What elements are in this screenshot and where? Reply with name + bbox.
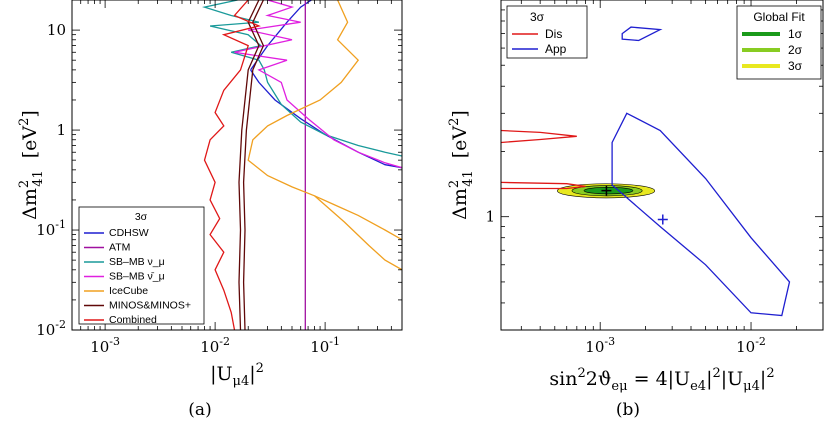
x-tick-label: 10-3 bbox=[90, 335, 120, 356]
app-best-fit-marker bbox=[657, 214, 668, 225]
series-line-minos-minos- bbox=[238, 0, 260, 330]
series-line-icecube bbox=[247, 0, 402, 241]
panel-b-legend-globalfit: Global Fit 1σ 2σ 3σ bbox=[736, 5, 822, 80]
series-line-cdhsw bbox=[250, 69, 402, 169]
legend-label: App bbox=[545, 42, 567, 56]
legend-label: 1σ bbox=[788, 27, 803, 41]
series-line-sb-mb- bbox=[234, 0, 402, 169]
panel-a-caption: (a) bbox=[188, 400, 211, 420]
panel-b-ylabel: Δm241[eV2] bbox=[447, 110, 476, 220]
legend-label: SB–MB ν_μ bbox=[109, 256, 165, 268]
panel-a: 10-3 10-2 10-1 10-2 10-1 1 10 |Uμ4|2 Δm241[eV2… bbox=[17, 0, 403, 420]
x-tick-label: 10-2 bbox=[736, 335, 766, 356]
legend-label: Dis bbox=[545, 27, 562, 41]
series-line-cdhsw-2 bbox=[250, 0, 312, 71]
y-tick-label: 10-2 bbox=[36, 318, 66, 339]
legend-label: ATM bbox=[109, 242, 130, 254]
series-line-icecube-2 bbox=[314, 195, 402, 271]
y-tick-label: 10 bbox=[47, 21, 66, 39]
legend-label: MINOS&MINOS+ bbox=[109, 300, 191, 312]
panel-b-xlabel: sin22ϑeμ = 4|Ue4|2|Uμ4|2 bbox=[549, 366, 774, 394]
series-line-combined bbox=[203, 0, 261, 330]
panel-a-ylabel: Δm241[eV2] bbox=[17, 110, 46, 220]
panel-a-xlabel: |Uμ4|2 bbox=[210, 361, 264, 389]
panel-b-ticks: 10-3 10-2 1 bbox=[485, 0, 824, 356]
x-tick-label: 10-3 bbox=[585, 335, 615, 356]
y-tick-label: 10-1 bbox=[36, 218, 66, 239]
panel-b-legend1-title: 3σ bbox=[530, 10, 545, 24]
panel-a-series bbox=[201, 0, 402, 330]
panel-b-caption: (b) bbox=[616, 400, 640, 420]
legend-label: Combined bbox=[109, 314, 157, 326]
panel-a-legend: 3σ CDHSW ATM SB–MB ν_μSB–MB ν̄_μIceCubeMIN… bbox=[78, 206, 205, 326]
panel-b-legend2-title: Global Fit bbox=[753, 10, 805, 24]
panel-a-frame bbox=[71, 0, 403, 331]
contour-dis-2 bbox=[501, 129, 577, 144]
contour-app bbox=[611, 112, 791, 317]
legend-label: IceCube bbox=[109, 285, 148, 297]
panel-a-legend-title: 3σ bbox=[135, 211, 148, 223]
legend-label: 3σ bbox=[788, 59, 803, 73]
panel-b-series bbox=[501, 26, 791, 317]
panel-b: 10-3 10-2 1 sin22ϑeμ = 4|Ue4|2|Uμ4|2 Δm241… bbox=[447, 0, 824, 420]
y-tick-label: 1 bbox=[485, 208, 495, 226]
legend-label: SB–MB ν̄_μ bbox=[109, 271, 165, 283]
y-tick-label: 1 bbox=[56, 121, 66, 139]
legend-label: 2σ bbox=[788, 43, 803, 57]
x-tick-label: 10-2 bbox=[200, 335, 230, 356]
global-best-fit-marker bbox=[601, 185, 612, 196]
x-tick-label: 10-1 bbox=[310, 335, 340, 356]
panel-b-frame bbox=[500, 0, 824, 331]
contour-app-2 bbox=[621, 26, 663, 42]
series-line-minos-band bbox=[242, 0, 265, 330]
legend-label: CDHSW bbox=[109, 227, 149, 239]
contour-dis bbox=[501, 181, 586, 190]
